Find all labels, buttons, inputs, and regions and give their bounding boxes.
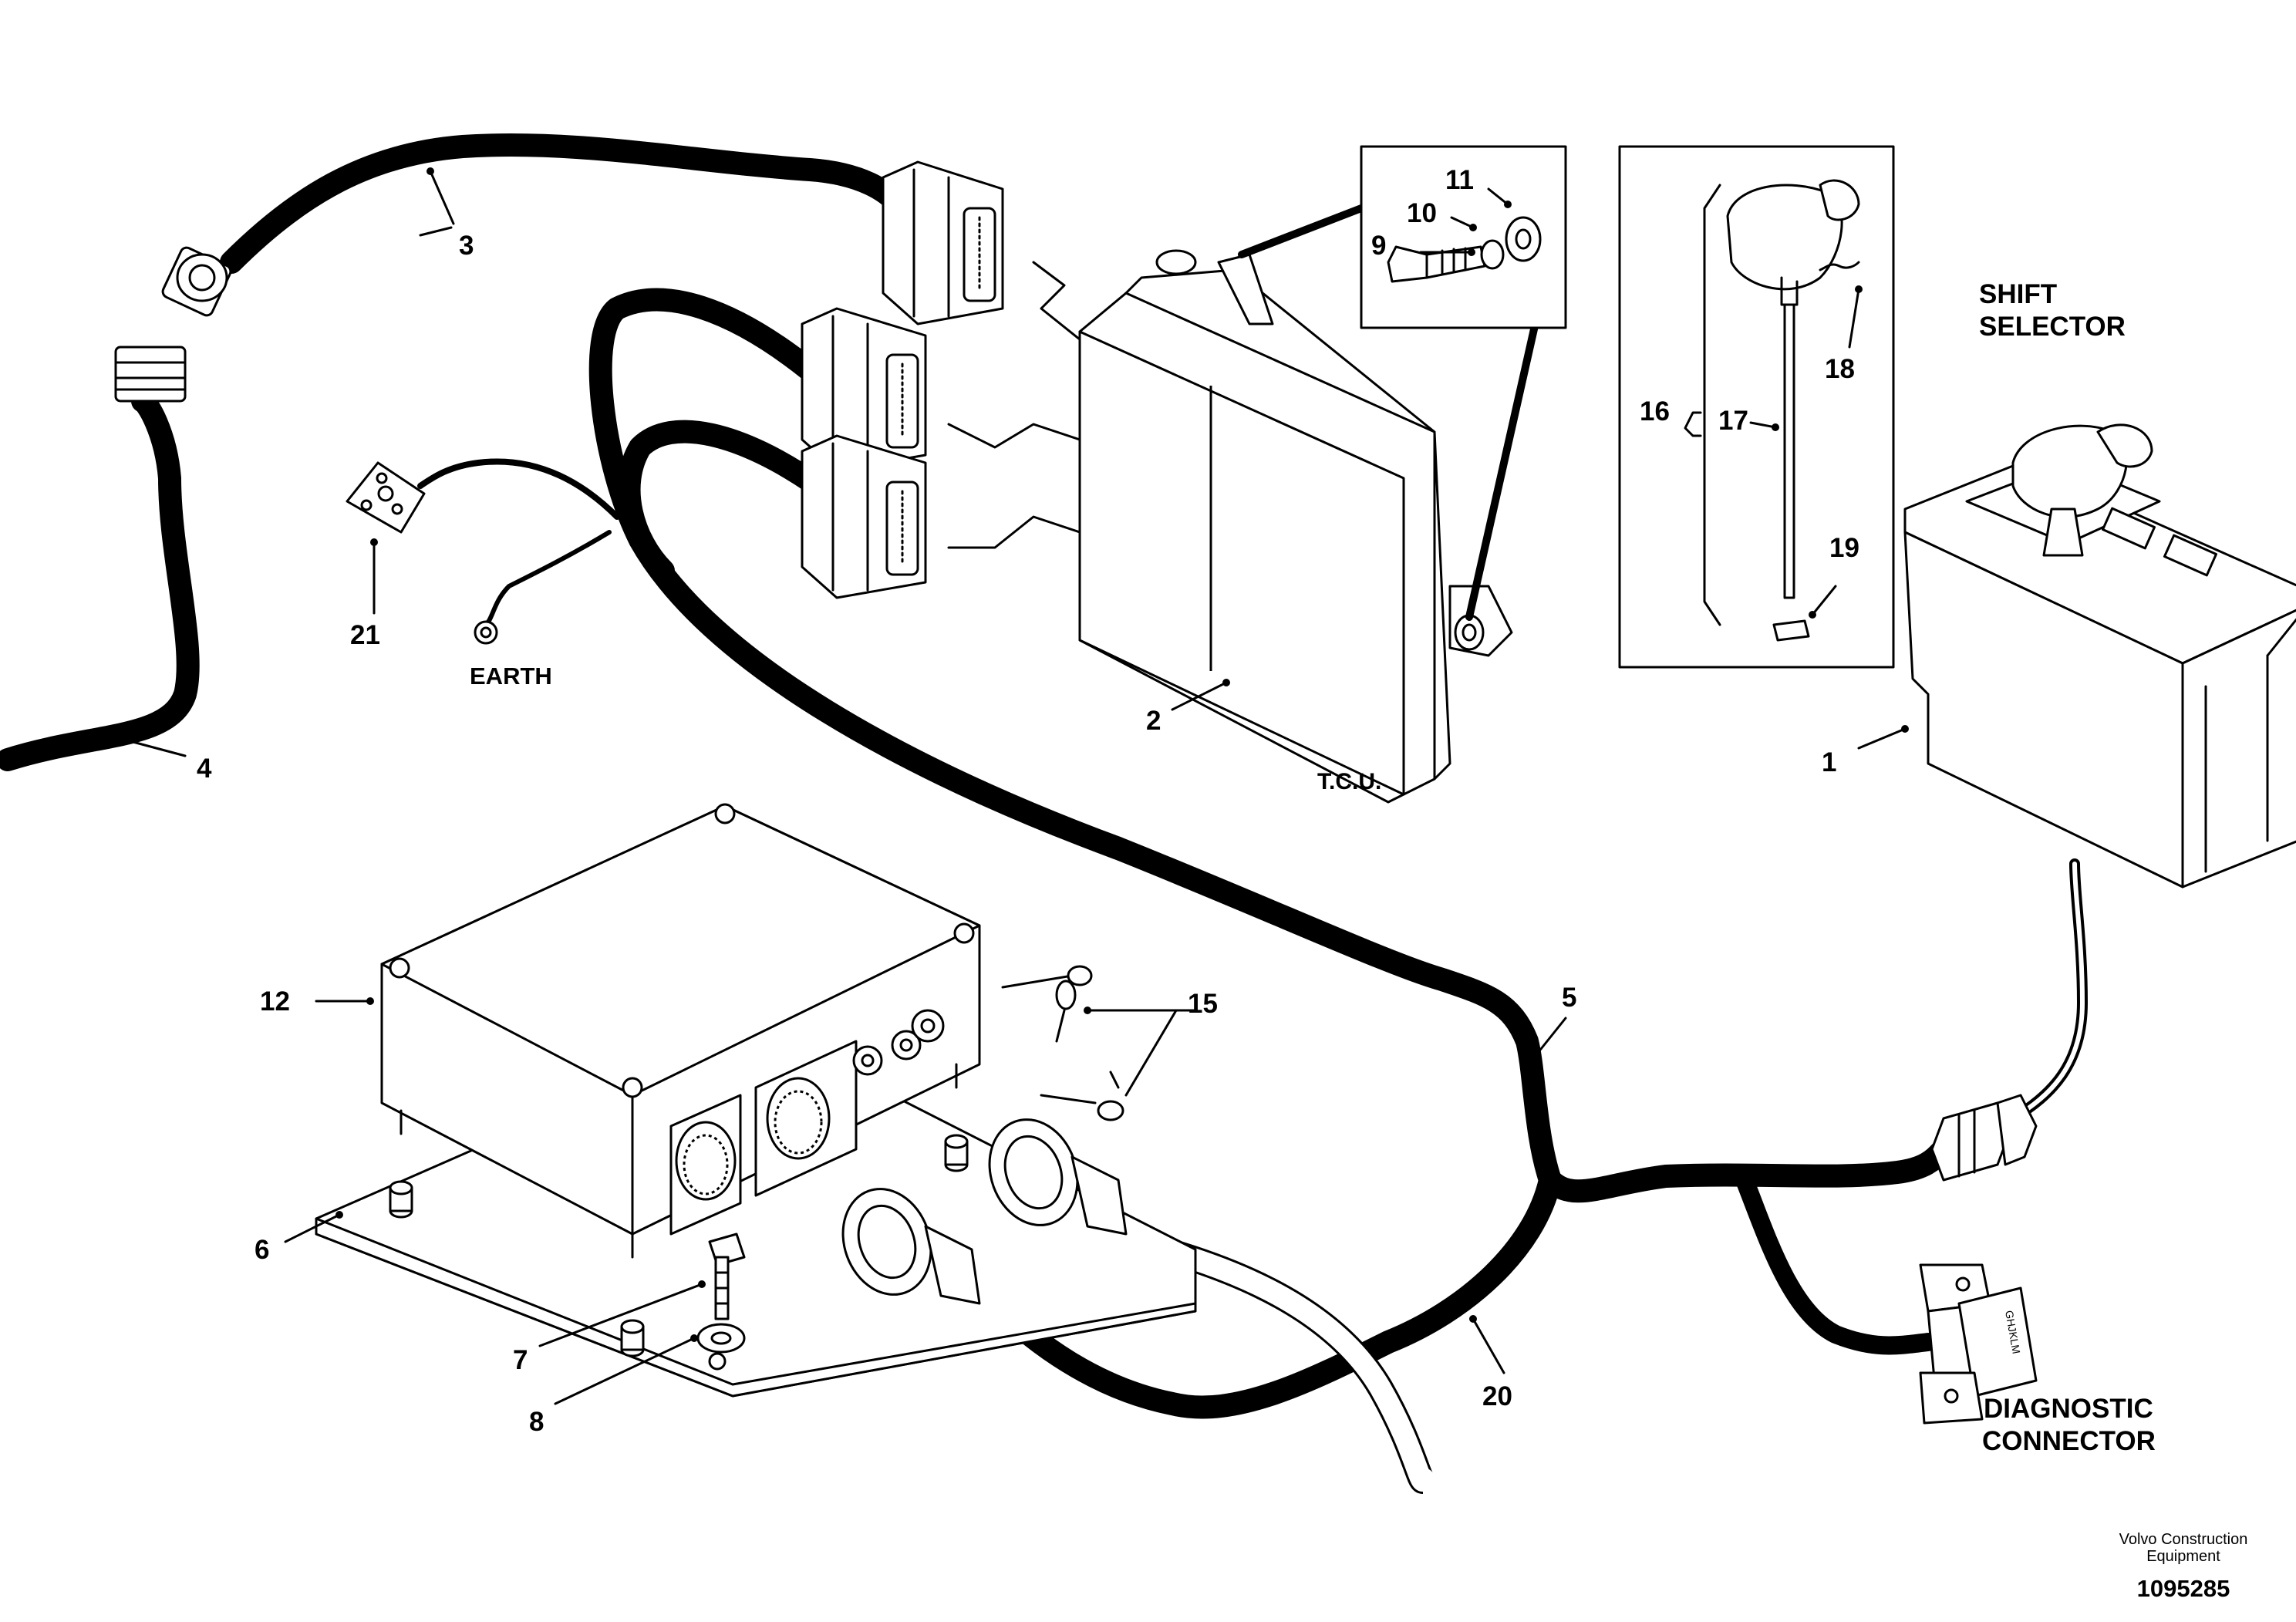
label-2: 2 <box>1146 706 1161 736</box>
shift-pigtail-inner <box>2011 862 2085 1121</box>
cable-diagnostic-branch <box>1734 1167 1937 1355</box>
wire-21 <box>417 458 620 520</box>
cable-3 <box>220 133 906 274</box>
round-plug-upper <box>988 1118 1128 1236</box>
plug-connector-middle <box>801 307 927 472</box>
footer: Volvo Construction Equipment 1095285 <box>2119 1531 2248 1602</box>
label-16: 16 <box>1640 396 1670 427</box>
label-12: 12 <box>260 986 290 1017</box>
document-number: 1095285 <box>2137 1575 2230 1602</box>
earth-caption: EARTH <box>470 663 552 690</box>
label-19: 19 <box>1829 533 1859 563</box>
label-10: 10 <box>1407 198 1437 228</box>
shift-pigtail-outer <box>2008 858 2088 1124</box>
shift-selector-caption-line2: SELECTOR <box>1979 312 2126 342</box>
connection-zigzags <box>947 261 1081 549</box>
label-1: 1 <box>1822 747 1836 777</box>
shift-selector-1 <box>1903 423 2296 889</box>
plug-connector-top <box>882 160 1004 325</box>
label-3: 3 <box>459 231 474 261</box>
label-5: 5 <box>1562 983 1576 1013</box>
cable-4 <box>0 389 200 771</box>
diagnostic-caption-line2: CONNECTOR <box>1982 1426 2156 1456</box>
cable-loop-upper <box>588 288 1562 1192</box>
leader-lines <box>123 167 1909 1405</box>
label-9: 9 <box>1371 231 1386 261</box>
tcu-unit-2 <box>1078 249 1513 804</box>
detail-box-fasteners <box>1360 145 1567 329</box>
label-21: 21 <box>350 620 380 650</box>
earth-wire <box>484 530 612 627</box>
label-8: 8 <box>529 1407 544 1437</box>
earth-terminal-21 <box>346 461 498 645</box>
tcu-callout-line-bottom <box>1465 305 1542 621</box>
company-name-line1: Volvo Construction <box>2119 1531 2248 1548</box>
label-6: 6 <box>255 1235 269 1265</box>
label-17: 17 <box>1718 406 1748 436</box>
washer-8 <box>696 1323 746 1354</box>
round-plug-lower <box>841 1188 981 1305</box>
plug-connector-lower <box>801 434 927 599</box>
shift-selector-caption-line1: SHIFT <box>1979 279 2057 309</box>
label-15: 15 <box>1188 989 1218 1019</box>
cable-20 <box>983 1168 1562 1419</box>
label-7: 7 <box>513 1345 528 1375</box>
label-20: 20 <box>1482 1381 1512 1411</box>
diagnostic-connector-part: GHJKLM <box>1919 1263 2038 1425</box>
control-unit-12 <box>380 803 981 1259</box>
detail-box-shift-knob <box>1618 145 1895 669</box>
tcu-callout-line-top <box>1238 204 1365 258</box>
bolt-7 <box>708 1233 746 1320</box>
label-18: 18 <box>1825 354 1855 384</box>
label-11: 11 <box>1445 165 1474 195</box>
cable-loop-lower <box>617 420 829 582</box>
part-number-labels: 1 2 3 4 5 6 7 8 9 10 11 12 15 16 17 18 1… <box>197 165 1859 1437</box>
tcu-caption: T.C.U. <box>1317 769 1381 794</box>
shift-pigtail-connector <box>1930 1094 2038 1182</box>
label-4: 4 <box>197 754 212 784</box>
company-name-line2: Equipment <box>2146 1548 2220 1565</box>
captions: SHIFT SELECTOR T.C.U. EARTH DIAGNOSTIC C… <box>470 279 2156 1456</box>
diagnostic-caption-line1: DIAGNOSTIC <box>1984 1394 2153 1424</box>
cable-5 <box>1539 1138 1955 1203</box>
keys-15 <box>1001 965 1124 1121</box>
circular-connector-3-4 <box>114 246 232 403</box>
